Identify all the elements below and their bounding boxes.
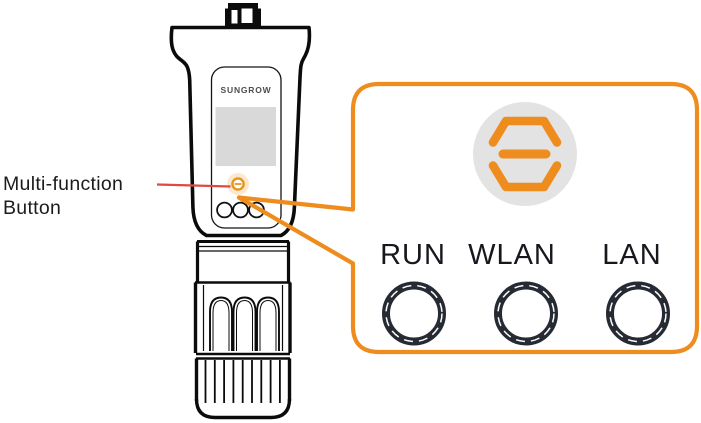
multi-function-button	[227, 173, 249, 195]
callout-box-border	[350, 81, 700, 355]
indicator-label-run: RUN	[380, 239, 446, 271]
indicator-ring-lan	[606, 281, 670, 346]
indicator-ring-wlan	[494, 281, 558, 346]
indicator-rings	[382, 281, 670, 346]
hexagon-bottom-arc	[488, 161, 562, 192]
wedge-line-bottom	[236, 195, 356, 266]
led-1	[216, 201, 233, 219]
connector-slot	[241, 8, 253, 23]
callout-box: RUN WLAN LAN	[236, 81, 700, 355]
pointer-line-red	[156, 183, 231, 188]
device-illustration: SUNGROW	[169, 3, 312, 420]
indicator-label-lan: LAN	[602, 239, 661, 271]
indicator-ring-run	[382, 281, 446, 346]
indicator-labels: RUN WLAN LAN	[380, 239, 661, 271]
device-connector	[225, 3, 261, 28]
wedge-line-top	[236, 195, 356, 212]
device-crown	[193, 282, 292, 360]
multi-function-label-line2: Button	[3, 197, 61, 219]
hexagon-top-arc	[488, 116, 562, 147]
multi-function-label: Multi-function Button	[3, 173, 123, 219]
device-grip	[194, 358, 292, 420]
brand-logo: SUNGROW	[221, 85, 272, 95]
multi-function-button-hexagon-icon	[473, 102, 577, 206]
indicator-label-wlan: WLAN	[468, 239, 556, 271]
device-collar	[195, 240, 291, 284]
led-2	[232, 201, 249, 219]
callout-wedge	[236, 195, 356, 266]
device-screen	[215, 107, 276, 166]
multi-function-label-line1: Multi-function	[3, 173, 123, 195]
connector-slot	[231, 10, 238, 24]
